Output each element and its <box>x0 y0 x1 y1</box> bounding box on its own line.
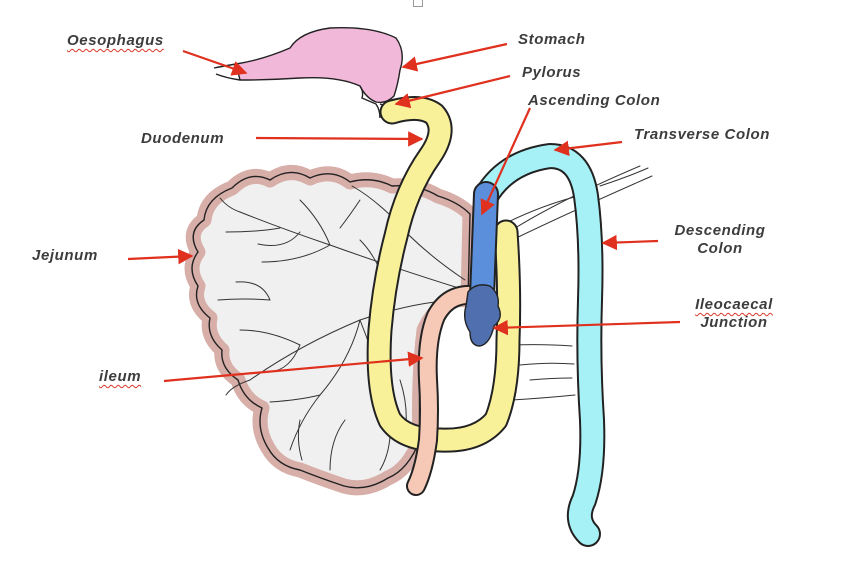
label-oesophagus: Oesophagus <box>67 32 164 49</box>
arrow-stomach <box>401 42 508 72</box>
page-corner-mark <box>413 0 423 7</box>
label-ileocaecal-line1: Ileocaecal <box>695 296 773 313</box>
label-ileocaecal-line2: Junction <box>700 314 768 331</box>
arrow-ileocaecal <box>492 319 681 336</box>
pointer-arrows <box>127 42 681 383</box>
label-descending-colon-line2: Colon <box>697 240 743 257</box>
label-descending-colon: Descending Colon <box>661 222 779 258</box>
ileum <box>406 285 490 496</box>
label-ileocaecal-junction: Ileocaecal Junction <box>684 296 784 332</box>
arrow-duodenum <box>255 131 424 147</box>
label-duodenum: Duodenum <box>141 130 225 147</box>
label-pylorus: Pylorus <box>522 64 582 81</box>
arrow-pylorus <box>394 74 511 109</box>
arrow-descending-colon <box>601 234 659 251</box>
label-stomach: Stomach <box>518 31 586 48</box>
label-transverse-colon: Transverse Colon <box>634 126 771 143</box>
arrow-transverse-colon <box>553 140 623 157</box>
label-jejunum: Jejunum <box>32 247 98 264</box>
duodenum <box>366 96 522 453</box>
arrow-ileum <box>163 351 424 383</box>
label-ileum: ileum <box>99 368 142 385</box>
stomach-body <box>235 27 403 104</box>
transverse-descending-colon <box>473 143 606 547</box>
label-descending-colon-line1: Descending <box>674 222 766 239</box>
arrow-jejunum <box>127 248 194 265</box>
arrow-oesophagus <box>182 49 248 76</box>
stomach <box>213 27 403 119</box>
arrow-ascending-colon <box>480 107 532 216</box>
label-ascending-colon: Ascending Colon <box>528 92 661 109</box>
caecum <box>463 284 501 347</box>
